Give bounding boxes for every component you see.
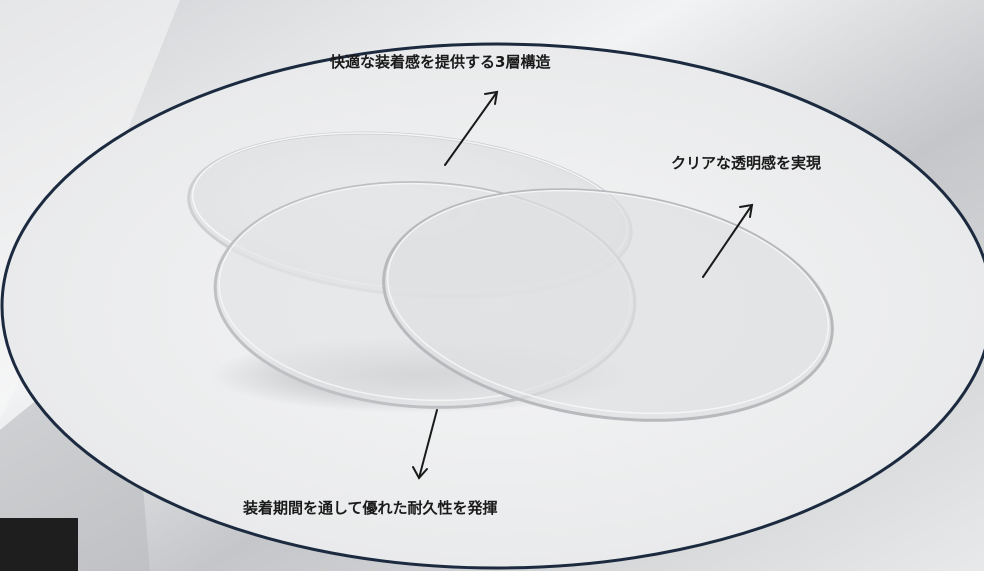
callout-durability: 装着期間を通して優れた耐久性を発揮 (243, 499, 498, 517)
lens-right (382, 188, 834, 422)
arrow-durability (412, 409, 438, 480)
callout-clarity: クリアな透明感を実現 (671, 154, 822, 172)
lens-right-rim (386, 189, 830, 415)
arrow-three-layer (444, 90, 499, 166)
callout-three-layer: 快適な装着感を提供する3層構造 (330, 53, 551, 71)
arrow-clarity (702, 203, 754, 278)
dark-block (0, 518, 78, 571)
